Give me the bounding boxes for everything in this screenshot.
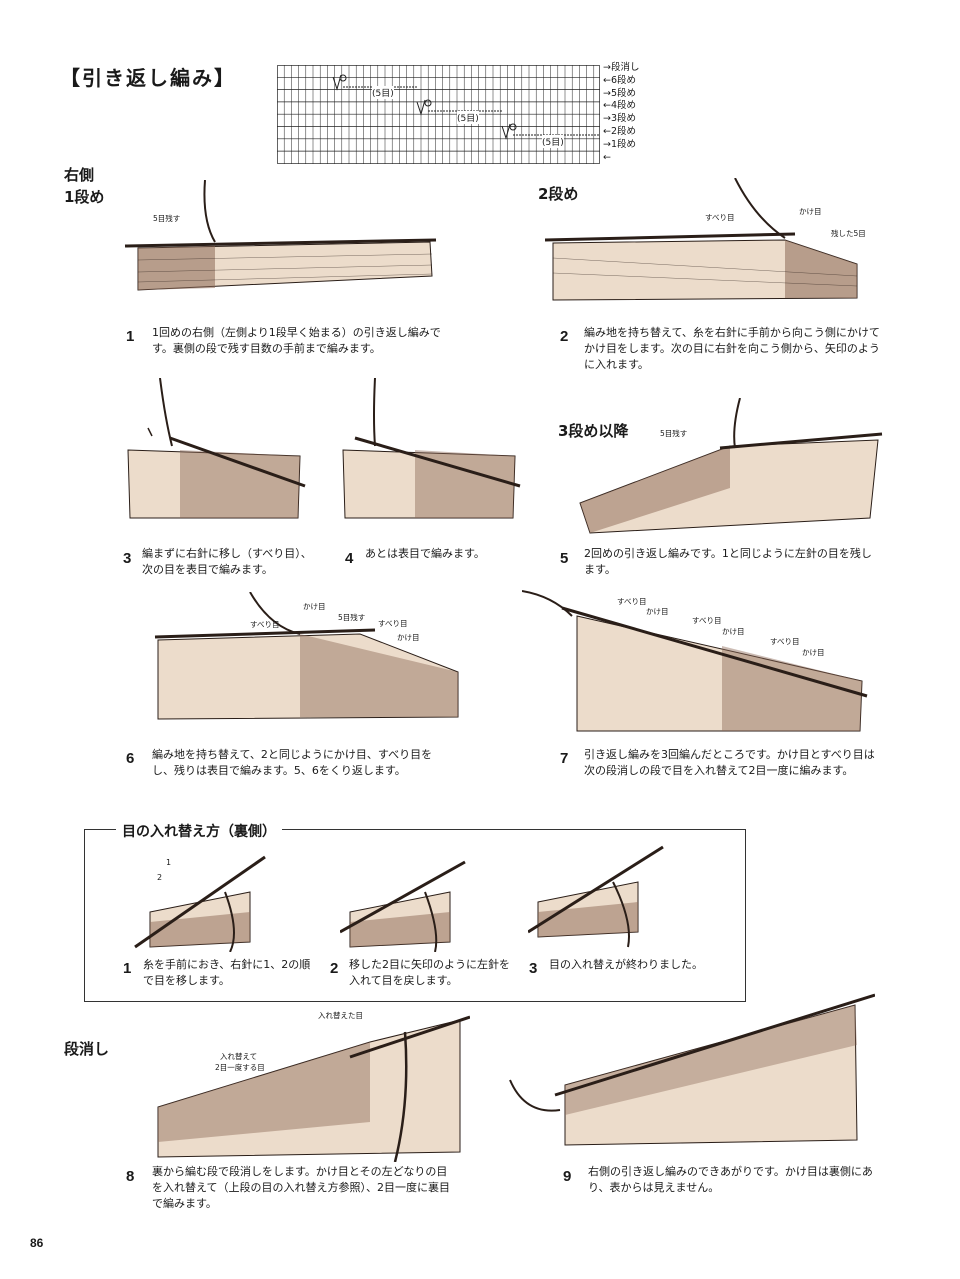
fig7-label-yo2: かけ目 bbox=[722, 627, 745, 636]
section-right-side: 右側 bbox=[64, 166, 95, 184]
swap-step-number: 3 bbox=[529, 960, 538, 977]
step-text: 編み地を持ち替えて、2と同じようにかけ目、すべり目をし、残りは表目で編みます。5… bbox=[152, 748, 433, 777]
fig6-label-slip2: すべり目 bbox=[378, 619, 408, 628]
chart-label: (5目) bbox=[542, 135, 564, 148]
chart-row: →5段め bbox=[603, 87, 637, 99]
fig7-label-slip3: すべり目 bbox=[770, 637, 800, 646]
step-text: 編み地を持ち替えて、糸を右針に手前から向こう側にかけてかけ目をします。次の目に右… bbox=[584, 326, 880, 371]
step-text: 裏から編む段で段消しをします。かけ目とその左どなりの目を入れ替えて（上段の目の入… bbox=[152, 1165, 450, 1210]
step-number: 1 bbox=[126, 328, 135, 345]
swap-figure-3 bbox=[528, 842, 668, 952]
swap-figure-1 bbox=[130, 852, 270, 952]
chart-row: →段消し bbox=[603, 62, 640, 73]
swap-step-number: 1 bbox=[123, 960, 132, 977]
swap-step-text: 目の入れ替えが終わりました。 bbox=[549, 958, 703, 971]
swap-step-text: 移した2目に矢印のように左針を入れて目を戻します。 bbox=[349, 958, 510, 987]
chart-row: ←6段め bbox=[603, 74, 637, 86]
fig6-label-slip1: すべり目 bbox=[250, 620, 280, 629]
figure-7 bbox=[522, 586, 872, 736]
page-number: 86 bbox=[30, 1236, 44, 1250]
chart-row: ←4段め bbox=[603, 100, 637, 112]
fig8-label-k2tog: 2目一度する目 bbox=[215, 1063, 265, 1072]
step-text: 1回めの右側（左側より1段早く始まる）の引き返し編みです。裏側の段で残す目数の手… bbox=[152, 326, 441, 355]
swap-box-title: 目の入れ替え方（裏側） bbox=[116, 821, 282, 841]
section-row3plus: 3段め以降 bbox=[558, 422, 629, 440]
fig2-label-yo: かけ目 bbox=[799, 207, 822, 216]
fig6-label-yo2: かけ目 bbox=[397, 633, 420, 642]
step-number: 3 bbox=[123, 550, 132, 567]
fig2-label-left: 残した5目 bbox=[831, 229, 866, 238]
step-number: 6 bbox=[126, 750, 135, 767]
fig8-label-swapped: 入れ替えた目 bbox=[318, 1011, 363, 1020]
swap-figure-2 bbox=[340, 852, 470, 952]
fig7-label-yo1: かけ目 bbox=[646, 607, 669, 616]
fig7-label-slip2: すべり目 bbox=[692, 616, 722, 625]
section-row1: 1段め bbox=[64, 188, 105, 206]
fig7-label-yo3: かけ目 bbox=[802, 648, 825, 657]
page-title: 【引き返し編み】 bbox=[60, 66, 236, 90]
figure-6 bbox=[150, 592, 470, 724]
fig6-label-left: 5目残す bbox=[338, 613, 366, 622]
fig6-label-yo1: かけ目 bbox=[303, 602, 326, 611]
figure-4 bbox=[335, 378, 523, 528]
figure-1 bbox=[120, 180, 442, 300]
swap-fig1-label: 1 bbox=[166, 858, 172, 867]
step-number: 8 bbox=[126, 1168, 135, 1185]
figure-2 bbox=[545, 178, 871, 308]
section-close: 段消し bbox=[64, 1040, 110, 1058]
chart-row: ←2段め bbox=[603, 125, 637, 137]
fig8-label-k2tog: 入れ替えて bbox=[220, 1052, 258, 1061]
section-row2: 2段め bbox=[538, 185, 579, 203]
step-text: あとは表目で編みます。 bbox=[365, 547, 485, 560]
step-text: 引き返し編みを3回編んだところです。かけ目とすべり目は次の段消しの段で目を入れ替… bbox=[584, 748, 875, 777]
chart-label: (5目) bbox=[372, 86, 394, 99]
figure-8 bbox=[150, 1012, 470, 1162]
step-number: 9 bbox=[563, 1168, 572, 1185]
figure-5 bbox=[570, 398, 885, 538]
swap-box bbox=[84, 829, 746, 1002]
short-row-chart bbox=[277, 65, 601, 165]
step-number: 5 bbox=[560, 550, 569, 567]
fig2-label-slip: すべり目 bbox=[705, 213, 735, 222]
step-number: 4 bbox=[345, 550, 354, 567]
step-text: 編まずに右針に移し（すべり目）、次の目を表目で編みます。 bbox=[142, 547, 312, 576]
swap-fig1-label: 2 bbox=[157, 873, 163, 882]
swap-step-text: 糸を手前におき、右針に1、2の順で目を移します。 bbox=[143, 958, 311, 987]
step-number: 2 bbox=[560, 328, 569, 345]
chart-label: (5目) bbox=[457, 111, 479, 124]
chart-row-labels: →段消し ←6段め →5段め ←4段め →3段め ←2段め →1段め ← bbox=[603, 62, 639, 164]
fig7-label-slip1: すべり目 bbox=[617, 597, 647, 606]
step-text: 右側の引き返し編みのできあがりです。かけ目は裏側にあり、表からは見えません。 bbox=[588, 1165, 873, 1194]
figure-9 bbox=[505, 985, 875, 1155]
chart-row: →3段め bbox=[603, 113, 637, 125]
step-text: 2回めの引き返し編みです。1と同じように左針の目を残します。 bbox=[584, 547, 872, 576]
fig1-label: 5目残す bbox=[153, 214, 181, 223]
figure-3 bbox=[120, 378, 308, 528]
chart-row: ← bbox=[603, 151, 611, 163]
fig5-label: 5目残す bbox=[660, 429, 688, 438]
chart-row: →1段め bbox=[603, 138, 637, 150]
swap-step-number: 2 bbox=[330, 960, 339, 977]
step-number: 7 bbox=[560, 750, 569, 767]
